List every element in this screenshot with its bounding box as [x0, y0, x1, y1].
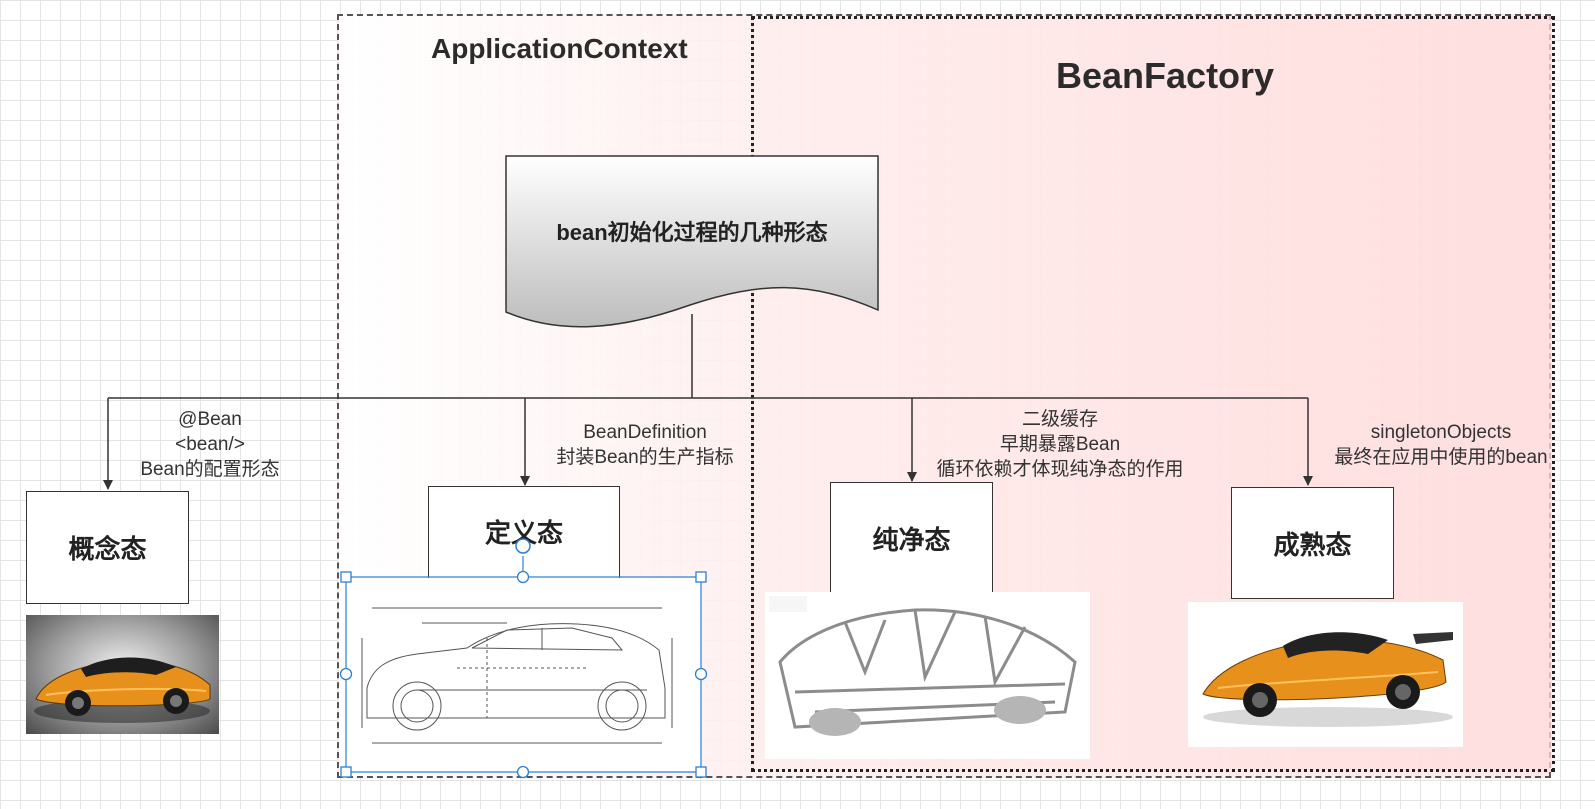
resize-handle-e[interactable] — [694, 667, 708, 681]
pure-state-title: 纯净态 — [872, 525, 951, 555]
concept-note-2: <bean/> — [175, 434, 245, 455]
concept-state-title: 概念态 — [68, 534, 147, 564]
bean-factory-title: BeanFactory — [1056, 55, 1275, 96]
definition-note-1: BeanDefinition — [583, 422, 707, 443]
pure-state-notes: 二级缓存 早期暴露Bean 循环依赖才体现纯净态的作用 — [910, 407, 1210, 482]
blueprint-image[interactable] — [347, 578, 701, 771]
application-context-title: ApplicationContext — [431, 33, 688, 64]
resize-handle-s[interactable] — [516, 765, 530, 779]
concept-state-box[interactable]: 概念态 — [26, 491, 189, 604]
resize-handle-sw[interactable] — [340, 766, 352, 778]
car-blueprint-icon — [361, 607, 673, 744]
mature-state-box[interactable]: 成熟态 — [1231, 487, 1394, 599]
mature-note-2: 最终在应用中使用的bean — [1334, 447, 1548, 468]
mature-state-title: 成熟态 — [1273, 529, 1352, 560]
car-frame-image[interactable] — [765, 592, 1090, 759]
selection-border — [345, 576, 702, 773]
resize-handle-se[interactable] — [695, 766, 707, 778]
concept-state-notes: @Bean <bean/> Bean的配置形态 — [120, 407, 300, 482]
mature-note-1: singletonObjects — [1370, 422, 1512, 443]
car-body-frame-icon — [769, 596, 1077, 736]
pure-state-box[interactable]: 纯净态 — [830, 482, 993, 595]
pure-note-1: 二级缓存 — [1021, 409, 1098, 430]
concept-note-1: @Bean — [178, 409, 242, 430]
concept-car-image[interactable] — [26, 615, 219, 734]
orange-concept-car-icon — [34, 657, 211, 723]
resize-handle-n[interactable] — [516, 570, 530, 584]
root-document-shape[interactable] — [505, 155, 879, 328]
resize-handle-w[interactable] — [339, 667, 353, 681]
pure-note-2: 早期暴露Bean — [999, 434, 1121, 455]
concept-note-3: Bean的配置形态 — [140, 459, 280, 480]
root-document-label: bean初始化过程的几种形态 — [556, 220, 828, 245]
rotate-handle[interactable] — [515, 538, 531, 554]
definition-state-notes: BeanDefinition 封装Bean的生产指标 — [540, 420, 750, 470]
definition-note-2: 封装Bean的生产指标 — [556, 447, 734, 468]
pure-note-3: 循环依赖才体现纯净态的作用 — [936, 459, 1184, 480]
resize-handle-nw[interactable] — [340, 571, 352, 583]
mature-state-notes: singletonObjects 最终在应用中使用的bean — [1318, 420, 1564, 470]
resize-handle-ne[interactable] — [695, 571, 707, 583]
orange-supercar-icon — [1202, 632, 1453, 727]
supercar-image[interactable] — [1188, 602, 1463, 747]
